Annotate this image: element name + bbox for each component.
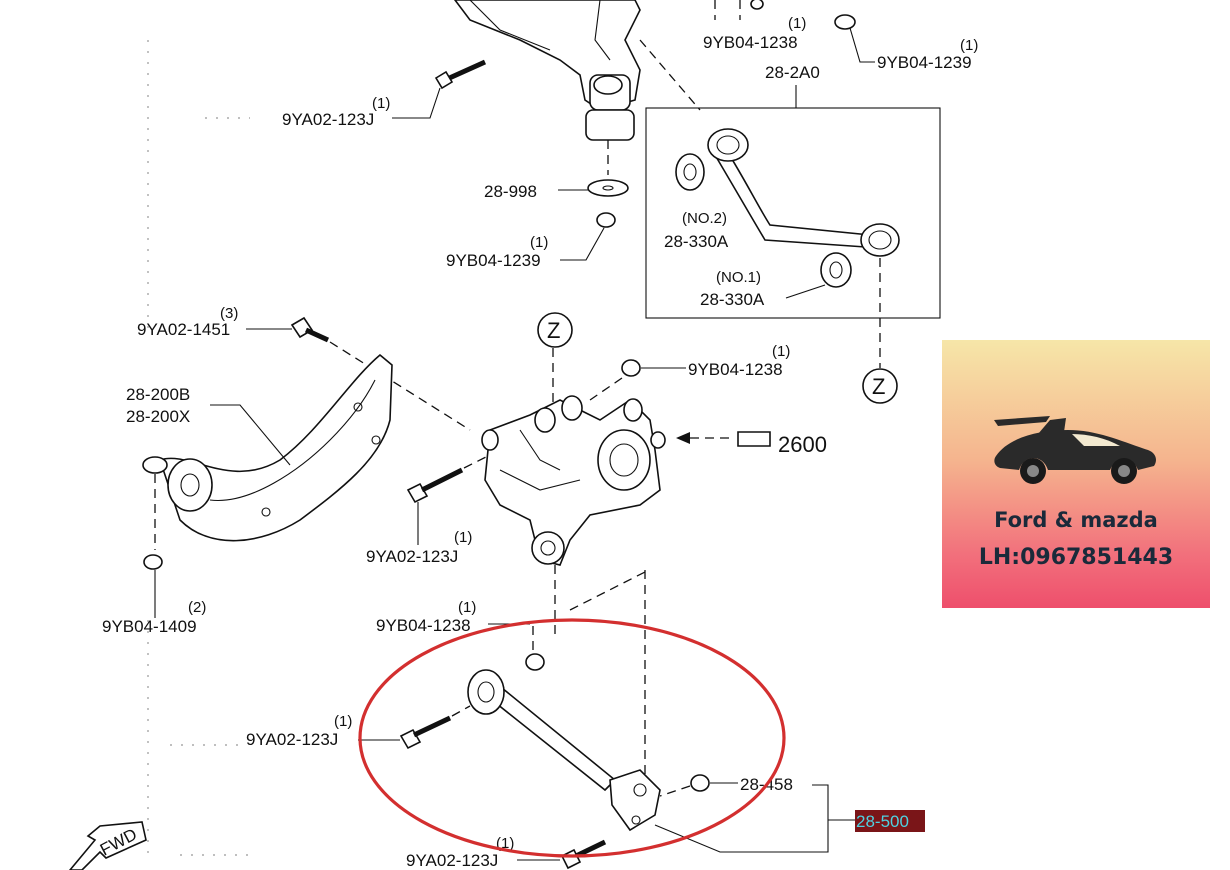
lower-lateral-link (467, 669, 661, 832)
label-9yb04-1238-mid: 9YB04-1238 (688, 360, 783, 379)
label-no2: (NO.2) (682, 210, 727, 227)
label-no1: (NO.1) (716, 269, 761, 286)
nut-9yb04-1238-lower (525, 653, 545, 671)
label-9ya02-123j-lower: 9YA02-123J (246, 730, 338, 749)
label-9ya02-123j-mid-qty: (1) (454, 529, 472, 546)
label-28-2a0: 28-2A0 (765, 63, 820, 82)
label-28-330a-no2: 28-330A (664, 232, 729, 251)
bolt-lower-left (399, 705, 471, 750)
label-9ya02-123j-qty: (1) (372, 95, 390, 112)
highlight-box-28-500 (855, 810, 925, 832)
label-9yb04-1409-qty: (2) (188, 599, 206, 616)
label-9yb04-1238-lower-qty: (1) (458, 599, 476, 616)
dotted-guides (147, 40, 250, 860)
label-9yb04-1239-top-qty: (1) (960, 37, 978, 54)
nut-top (750, 0, 764, 10)
label-28-200x: 28-200X (126, 407, 190, 426)
washer-28-998 (587, 179, 629, 197)
nut-9yb04-1409 (143, 554, 163, 570)
ad-phone: LH:0967851443 (978, 545, 1174, 570)
bolt-top (392, 59, 487, 119)
label-9yb04-1238-top-qty: (1) (788, 15, 806, 32)
trailing-arm (142, 353, 393, 542)
reference-z-right: Z (862, 258, 898, 404)
upper-arm (675, 128, 900, 288)
nut-mid (596, 212, 616, 228)
label-9yb04-1238-mid-qty: (1) (772, 343, 790, 360)
label-28-998: 28-998 (484, 182, 537, 201)
nut-top-right (834, 14, 856, 30)
label-28-500: 28-500 (856, 812, 909, 831)
label-9yb04-1238-top: 9YB04-1238 (703, 33, 798, 52)
highlight-ellipse (358, 618, 786, 858)
ad-title: Ford & mazda (994, 508, 1158, 532)
reference-z-upper: Z (537, 312, 573, 420)
label-9ya02-123j-lower-qty: (1) (334, 713, 352, 730)
svg-text:Z: Z (547, 318, 560, 343)
label-9ya02-123j-bottom: 9YA02-123J (406, 851, 498, 870)
assembly-box-28-2a0 (645, 107, 941, 319)
label-9ya02-1451: 9YA02-1451 (137, 320, 230, 339)
callout-2600: 2600 (676, 431, 827, 457)
sports-car-icon (994, 416, 1156, 484)
nut-9yb04-1238-mid (621, 359, 641, 377)
fwd-arrow-icon: FWD (68, 821, 147, 870)
rear-knuckle (481, 395, 666, 566)
label-28-330a-no1: 28-330A (700, 290, 765, 309)
label-2600: 2600 (778, 432, 827, 457)
label-9yb04-1239-mid: 9YB04-1239 (446, 251, 541, 270)
label-9yb04-1239-mid-qty: (1) (530, 234, 548, 251)
bolt-mid (406, 454, 491, 545)
washer-28-458 (690, 774, 710, 792)
shop-advert: Ford & mazda LH:0967851443 (942, 340, 1210, 608)
svg-text:Z: Z (872, 374, 885, 399)
label-9yb04-1239-top: 9YB04-1239 (877, 53, 972, 72)
upper-knuckle (454, 0, 641, 175)
label-9yb04-1238-lower: 9YB04-1238 (376, 616, 471, 635)
label-9ya02-123j: 9YA02-123J (282, 110, 374, 129)
label-28-200b: 28-200B (126, 385, 190, 404)
label-9ya02-1451-qty: (3) (220, 305, 238, 322)
bolt-9ya02-1451 (290, 316, 471, 431)
label-9ya02-123j-mid: 9YA02-123J (366, 547, 458, 566)
label-9yb04-1409: 9YB04-1409 (102, 617, 197, 636)
